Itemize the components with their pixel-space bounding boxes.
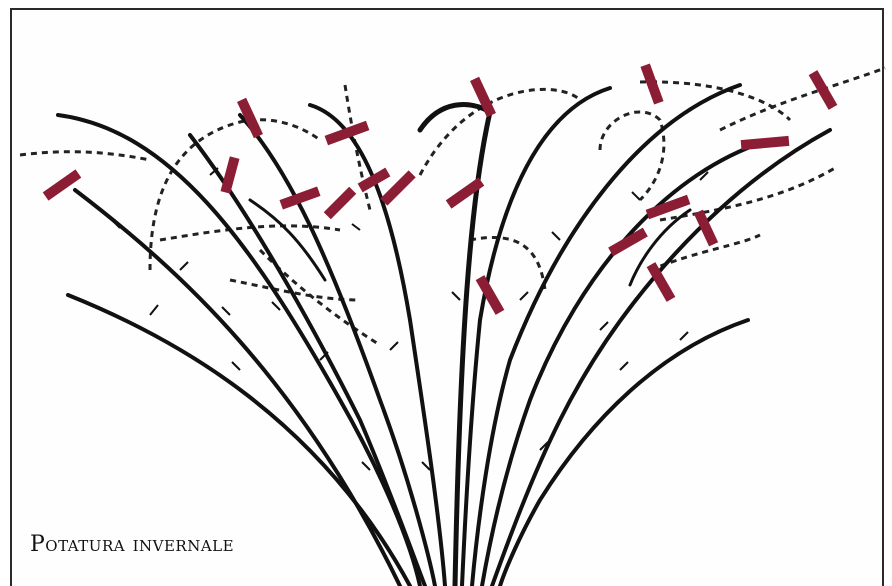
cut-mark	[43, 169, 82, 200]
kept-stems	[58, 85, 830, 586]
cut-mark	[470, 77, 496, 117]
cut-mark	[809, 70, 838, 110]
cut-mark	[358, 168, 391, 193]
removed-branch-center-loop	[420, 89, 580, 175]
cut-mark	[741, 136, 790, 150]
cut-mark	[325, 121, 370, 145]
cut-mark	[221, 156, 240, 193]
stem-center-right	[462, 88, 610, 586]
stem-right-tall	[472, 85, 740, 586]
caption: Potatura invernale	[30, 532, 234, 557]
removed-branch-right-edge	[720, 68, 885, 130]
stem-right-mid	[492, 130, 830, 586]
stem-right-low	[500, 320, 748, 586]
cut-mark	[324, 187, 357, 220]
removed-branch-left-top	[20, 152, 150, 160]
cut-mark	[608, 228, 648, 257]
cut-mark	[640, 63, 663, 104]
